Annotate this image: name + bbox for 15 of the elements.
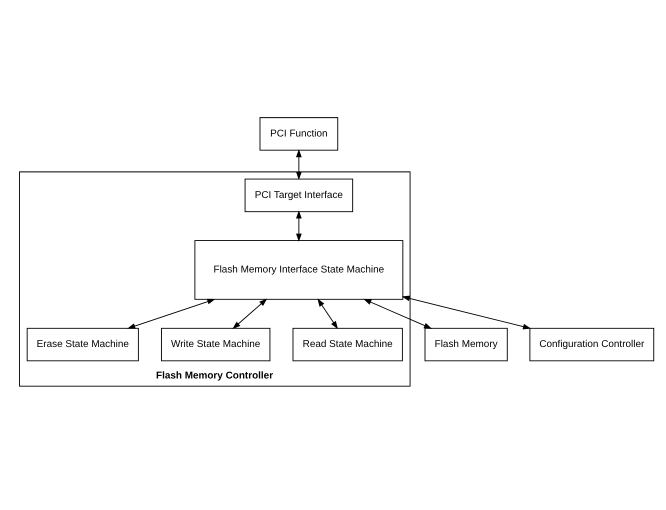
node-box: Configuration Controller <box>529 327 654 361</box>
arrow <box>402 295 532 329</box>
arrow <box>363 298 432 328</box>
node-box: PCI Function <box>260 116 338 150</box>
node-box: Flash Memory <box>424 327 508 361</box>
arrow <box>296 210 302 242</box>
node-box: Read State Machine <box>292 327 403 361</box>
arrow <box>127 298 216 328</box>
node-box: Write State Machine <box>160 327 270 361</box>
arrow <box>232 298 268 329</box>
arrow <box>317 298 338 329</box>
node-box: Flash Memory Interface State Machine <box>194 240 404 300</box>
node-box: PCI Target Interface <box>244 178 354 212</box>
arrow <box>296 148 302 180</box>
node-box: Erase State Machine <box>26 327 139 361</box>
